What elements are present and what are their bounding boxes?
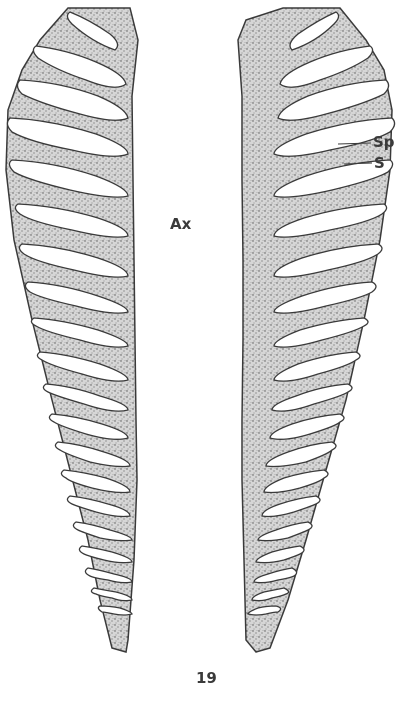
axis-label: Ax (170, 217, 191, 232)
s-label: S (374, 156, 385, 171)
figure-number: 19 (196, 671, 217, 686)
sp-label: Sp (373, 135, 395, 150)
right-half (238, 8, 395, 652)
left-half (6, 8, 138, 652)
